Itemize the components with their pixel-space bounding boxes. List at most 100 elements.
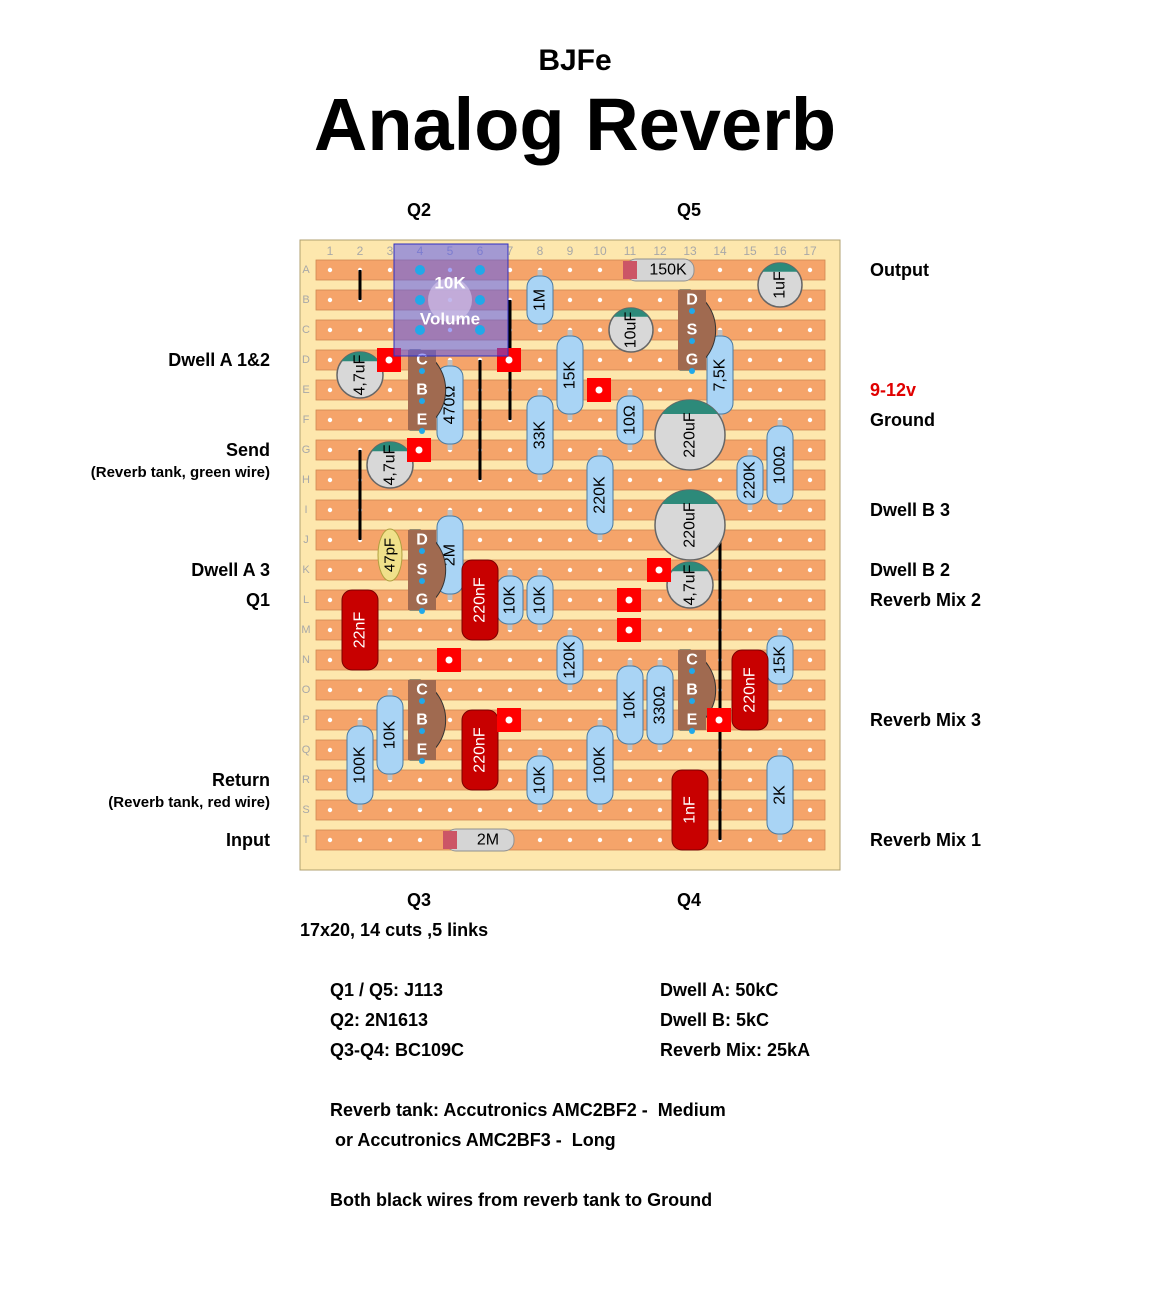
q5-label: Q5 <box>677 200 702 220</box>
dwell-b-note: Dwell B: 5kC <box>660 1010 770 1030</box>
resistor-15k-b-value: 15K <box>772 645 789 674</box>
dwell-a12-label: Dwell A 1&2 <box>168 350 270 370</box>
hole <box>567 477 573 483</box>
hole <box>807 267 813 273</box>
transistor-q4-pin: E <box>687 712 698 729</box>
hole <box>567 447 573 453</box>
transistor-q3-pin: B <box>416 712 428 729</box>
hole <box>327 297 333 303</box>
cap-4u7-c-value: 4,7uF <box>682 564 699 605</box>
row-label: P <box>302 714 309 726</box>
tank1-note: Reverb tank: Accutronics AMC2BF2 - Mediu… <box>330 1100 726 1120</box>
board-size-note: 17x20, 14 cuts ,5 links <box>300 920 489 940</box>
track-cut-hole <box>415 446 423 454</box>
row-label: S <box>302 804 309 816</box>
row-label: R <box>302 774 310 786</box>
hole <box>627 837 633 843</box>
cap-220nf-b-value: 220nF <box>742 667 759 713</box>
return-label: Return <box>212 770 270 790</box>
transistor-q5-pin-dot <box>689 368 695 374</box>
hole <box>627 297 633 303</box>
send-label: Send <box>225 440 270 460</box>
hole <box>387 657 393 663</box>
hole <box>567 267 573 273</box>
dwell-b2-label: Dwell B 2 <box>870 560 951 580</box>
row-label: G <box>302 444 311 456</box>
q1q5-note: Q1 / Q5: J113 <box>330 980 444 1000</box>
hole <box>327 387 333 393</box>
track-cut-hole <box>505 716 513 724</box>
q2-note: Q2: 2N1613 <box>330 1010 429 1030</box>
transistor-q1-pin: G <box>416 592 428 609</box>
transistor-q3-pin-dot <box>419 698 425 704</box>
track-cut-hole <box>385 356 393 364</box>
hole <box>807 747 813 753</box>
transistor-q2-pin-dot <box>419 368 425 374</box>
hole <box>417 627 423 633</box>
resistor-15k-a-value: 15K <box>562 360 579 389</box>
cap-220uf-b-value: 220uF <box>682 502 699 548</box>
resistor-220k-b-value: 220K <box>742 461 759 499</box>
hole <box>387 417 393 423</box>
hole <box>507 687 513 693</box>
column-label: 3 <box>387 244 394 258</box>
hole <box>657 807 663 813</box>
hole <box>687 477 693 483</box>
resistor-10ohm-value: 10Ω <box>622 405 639 435</box>
resistor-10k-c <box>616 665 644 745</box>
hole <box>327 267 333 273</box>
resistor-10k-d <box>376 695 404 775</box>
hole <box>507 447 513 453</box>
column-label: 13 <box>683 244 697 258</box>
hole <box>567 597 573 603</box>
hole <box>717 267 723 273</box>
hole <box>717 477 723 483</box>
hole <box>537 687 543 693</box>
row-label: N <box>302 654 310 666</box>
hole <box>777 357 783 363</box>
hole <box>657 297 663 303</box>
hole <box>357 687 363 693</box>
hole <box>327 717 333 723</box>
transistor-q2-pin-dot <box>419 398 425 404</box>
transistor-q1-pin-dot <box>419 548 425 554</box>
volume-pot-value: 10K <box>434 274 466 293</box>
resistor-1m-value: 1M <box>532 289 549 311</box>
transistor-q2-pin: B <box>416 382 428 399</box>
resistor-10k-b <box>526 575 554 625</box>
q1-label: Q1 <box>245 590 270 610</box>
hole <box>657 837 663 843</box>
hole <box>597 267 603 273</box>
hole <box>657 477 663 483</box>
hole <box>387 297 393 303</box>
cap-22nf <box>341 589 379 671</box>
transistor-q5-pin: D <box>686 292 698 309</box>
cap-220nf-c-value: 220nF <box>472 727 489 773</box>
transistor-q4-pin: B <box>686 682 698 699</box>
transistor-q5-pin: G <box>686 352 698 369</box>
transistor-q5-pin-dot <box>689 308 695 314</box>
cap-220uf-a-value: 220uF <box>682 412 699 458</box>
transistor-q3-pin-dot <box>419 728 425 734</box>
page-title: Analog Reverb <box>313 83 837 166</box>
hole <box>417 477 423 483</box>
track-cut-hole <box>715 716 723 724</box>
hole <box>777 387 783 393</box>
hole <box>327 417 333 423</box>
column-label: 12 <box>653 244 667 258</box>
transistor-q1-pin-dot <box>419 608 425 614</box>
cap-220nf-c <box>461 709 499 791</box>
subtitle: BJFe <box>538 44 612 77</box>
pot-lug <box>475 265 485 275</box>
hole <box>747 747 753 753</box>
send-sub-label: (Reverb tank, green wire) <box>90 464 270 481</box>
hole <box>807 837 813 843</box>
hole <box>507 537 513 543</box>
track-cut-hole <box>445 656 453 664</box>
hole <box>747 807 753 813</box>
cap-220nf-b <box>731 649 769 731</box>
transistor-q4-pin: C <box>686 652 698 669</box>
hole <box>567 717 573 723</box>
resistor-10ohm <box>616 395 644 445</box>
hole <box>597 837 603 843</box>
